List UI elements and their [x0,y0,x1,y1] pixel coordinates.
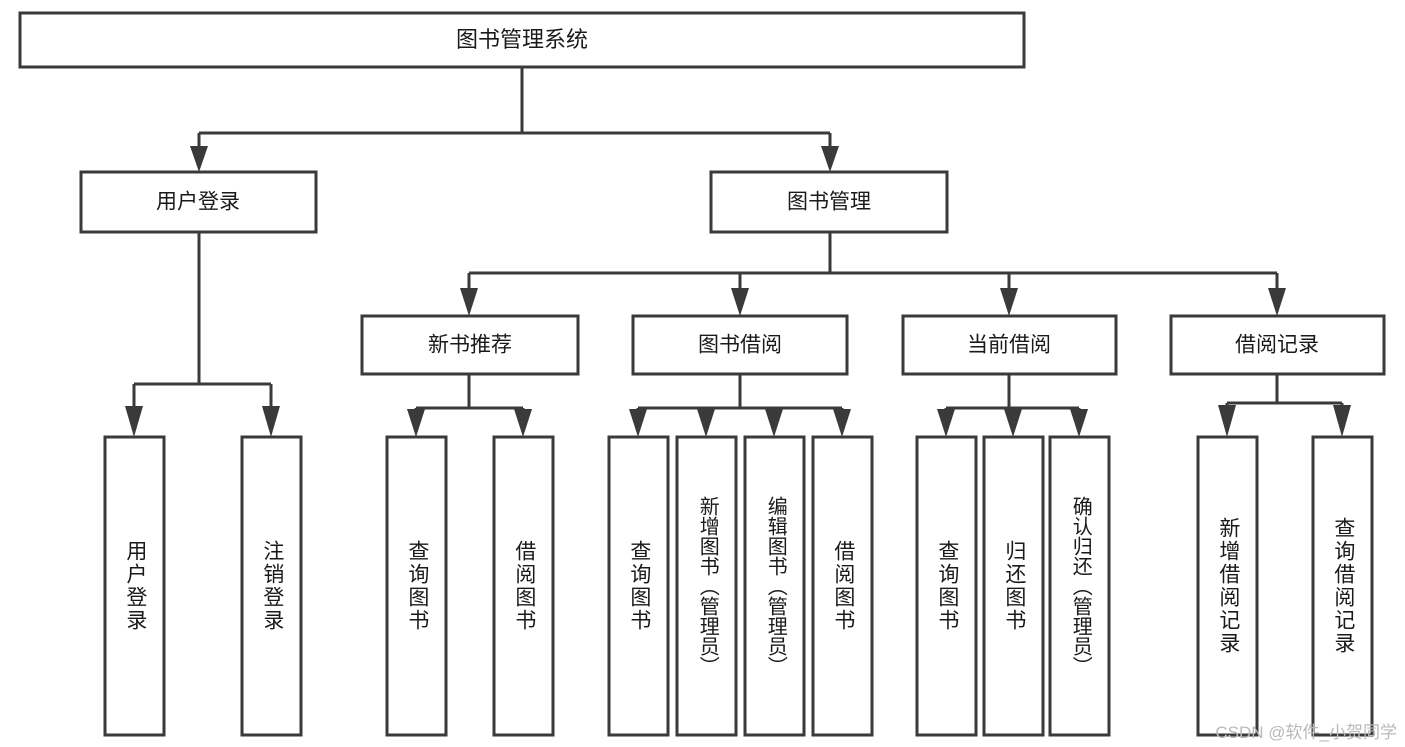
arrow-head-leaf-query-record [1333,405,1351,437]
arrow-head-user-login [190,146,208,172]
arrow-head-leaf-query-book-2 [629,409,647,437]
node-user-login-label: 用户登录 [156,191,240,214]
arrow-head-leaf-return-book [1004,409,1022,437]
arrow-head-leaf-user-logout [262,406,280,437]
node-borrow-record-box[interactable] [1169,314,1386,376]
arrow-head-current-borrow [1000,288,1018,316]
node-book-borrow-label: 图书借阅 [698,334,782,357]
node-borrow-record-label: 借阅记录 [1235,334,1319,357]
arrow-head-leaf-add-book [697,409,715,437]
arrow-head-new-book-recommend [460,288,478,316]
leaf-query-record-box[interactable] [1311,435,1374,737]
arrow-head-leaf-borrow-book-2 [833,409,851,437]
node-user-login-box[interactable] [79,170,318,234]
node-root[interactable]: 图书管理系统 [18,11,1026,69]
node-user-login[interactable]: 用户登录 [79,170,318,234]
arrow-head-leaf-query-book-3 [937,409,955,437]
node-root-box[interactable] [18,11,1026,69]
leaf-add-record-box[interactable] [1196,435,1259,737]
leaf-user-logout-box[interactable] [240,435,303,737]
node-book-management-label: 图书管理 [787,191,871,214]
arrow-head-leaf-add-record [1218,405,1236,437]
leaf-add-book-box[interactable] [675,435,738,737]
leaf-confirm-return-box[interactable] [1048,435,1111,737]
leaf-user-login-box[interactable] [103,435,166,737]
arrow-head-leaf-query-book-1 [407,409,425,437]
node-new-book-recommend[interactable]: 新书推荐 [360,314,580,376]
arrow-head-book-management [821,146,839,172]
leaf-borrow-book-2-box[interactable] [811,435,874,737]
leaf-edit-book-box[interactable] [743,435,806,737]
node-current-borrow-box[interactable] [901,314,1118,376]
leaf-borrow-book-1-box[interactable] [492,435,555,737]
leaf-query-book-2-box[interactable] [607,435,670,737]
leaf-query-book-1-box[interactable] [385,435,448,737]
node-root-label: 图书管理系统 [456,27,588,52]
node-book-management[interactable]: 图书管理 [709,170,949,234]
arrow-head-borrow-record [1268,288,1286,316]
node-new-book-recommend-label: 新书推荐 [428,334,512,357]
arrow-head-leaf-user-login [125,406,143,437]
node-borrow-record[interactable]: 借阅记录 [1169,314,1386,376]
node-book-borrow[interactable]: 图书借阅 [631,314,849,376]
arrow-head-leaf-confirm-return [1070,409,1088,437]
node-book-borrow-box[interactable] [631,314,849,376]
leaf-return-book-box[interactable] [982,435,1045,737]
node-current-borrow-label: 当前借阅 [967,334,1051,357]
connector-group [125,67,1351,437]
leaf-query-book-3-box[interactable] [915,435,978,737]
csdn-watermark: CSDN @软件_小贺同学 [1215,723,1397,742]
leaf-box-group [103,435,1374,737]
node-current-borrow[interactable]: 当前借阅 [901,314,1118,376]
arrow-head-book-borrow [731,288,749,316]
arrow-head-leaf-edit-book [765,409,783,437]
arrow-head-leaf-borrow-book-1 [514,409,532,437]
node-book-management-box[interactable] [709,170,949,234]
node-new-book-recommend-box[interactable] [360,314,580,376]
